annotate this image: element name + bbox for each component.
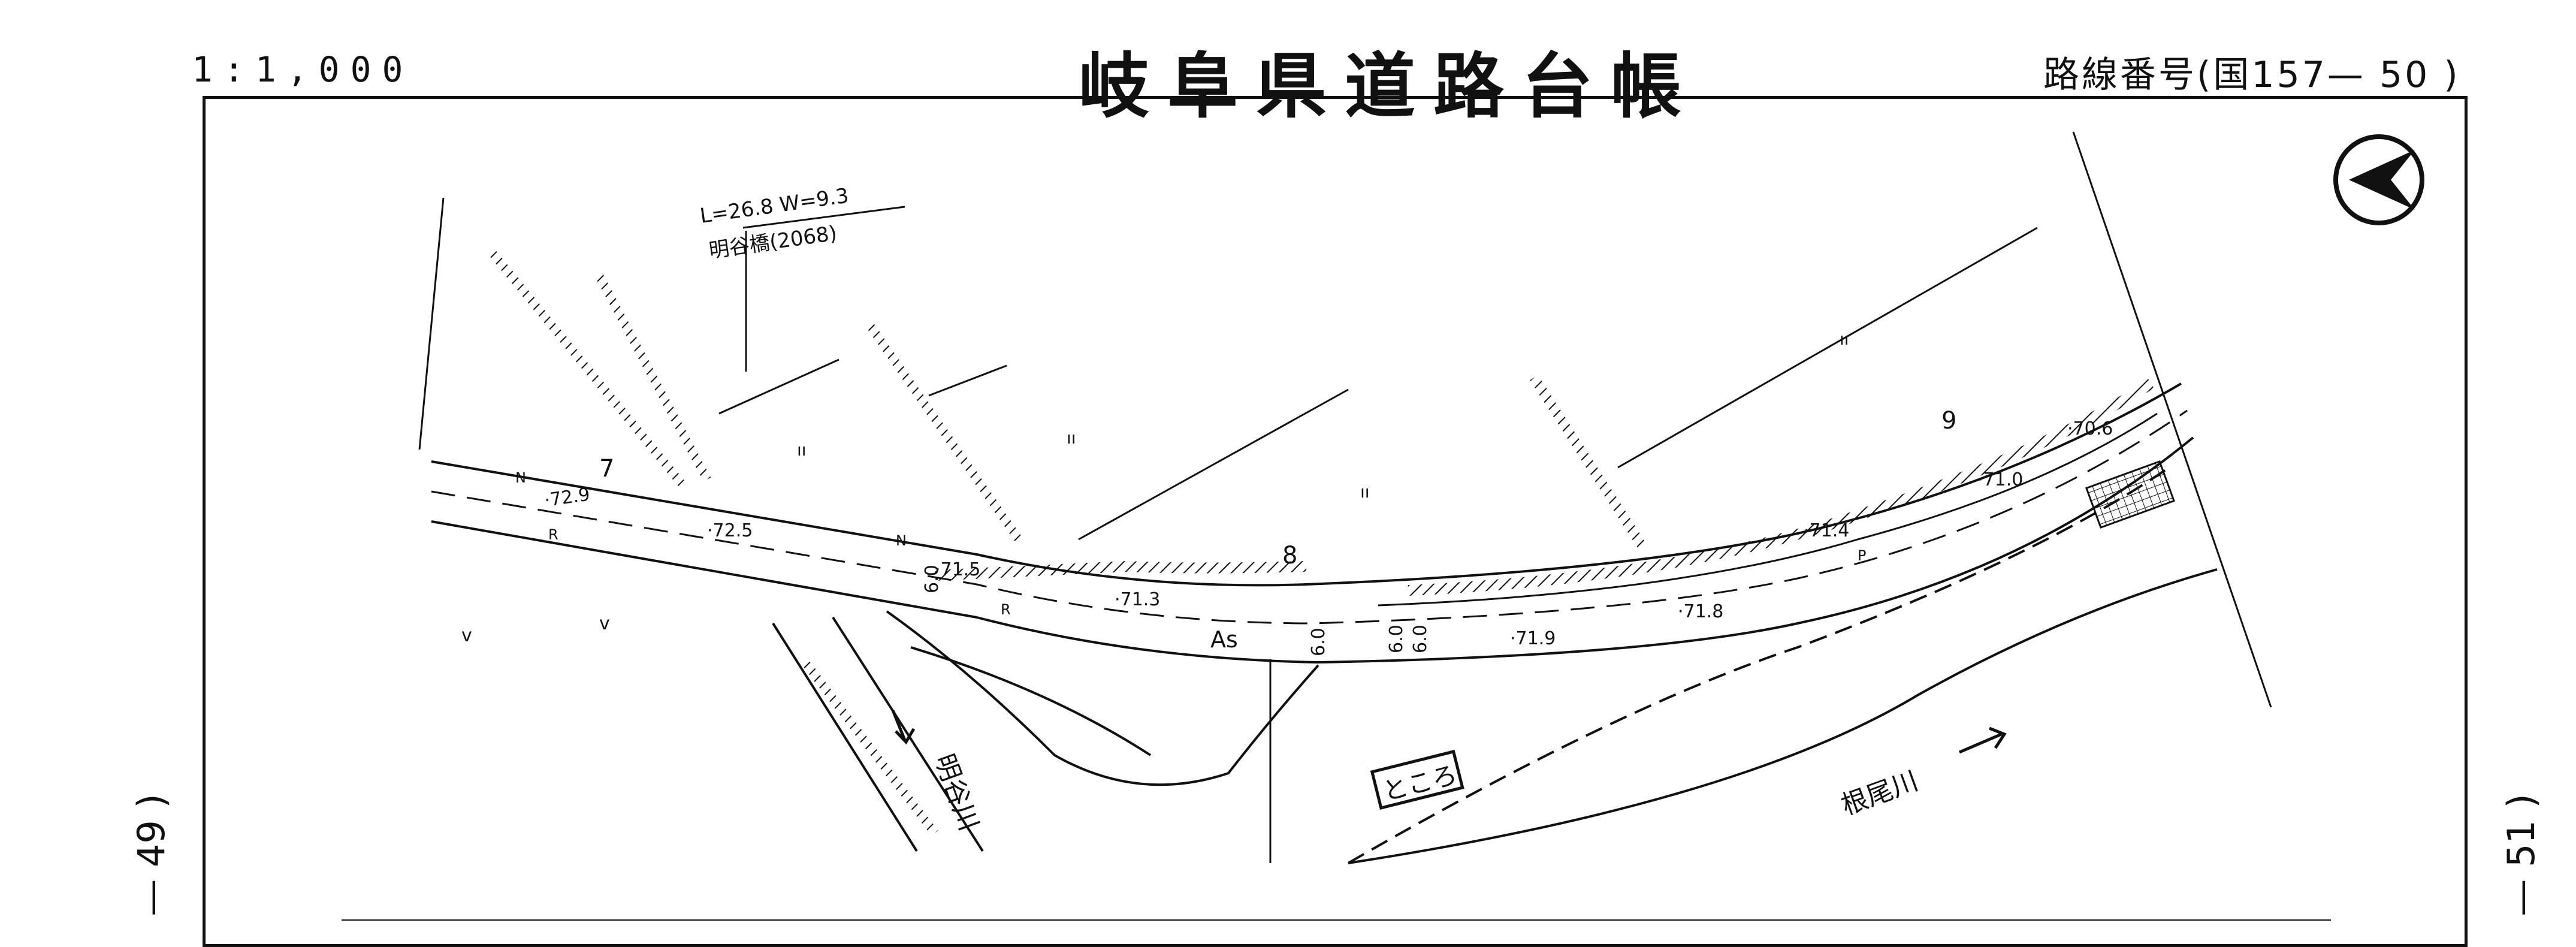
bridge-river-bank — [799, 656, 938, 836]
side-road-south — [886, 610, 1319, 786]
field-mark: v — [461, 625, 472, 646]
levee-east — [1530, 375, 1646, 548]
parcel-lines — [418, 131, 2272, 863]
river-bank-dashed — [1347, 466, 2170, 864]
stream-meitani — [772, 616, 984, 852]
elevation-70-6: ·70.6 — [2067, 418, 2113, 439]
route-number: 路線番号(国157— 50 ) — [2043, 54, 2460, 96]
surface-asphalt: As — [1210, 626, 1238, 653]
paddy-mark: ıı — [797, 440, 807, 460]
neo-river-label: 根尾川 — [1837, 765, 1922, 821]
elevation-71-3: ·71.3 — [1115, 589, 1160, 610]
meitani-river-label: 明谷川 — [929, 750, 985, 834]
elevation-71-0: ·71.0 — [1977, 469, 2023, 490]
road-width-b: 6.0 — [1308, 628, 1329, 656]
elevation-72-5: ·72.5 — [707, 520, 753, 541]
paddy-mark: ıı — [1360, 482, 1370, 502]
road-edge-south — [431, 436, 2194, 664]
station-8: 8 — [1282, 542, 1297, 569]
meitani-flow-arrow — [891, 710, 916, 745]
road-shoulder — [1378, 412, 2158, 607]
elevation-72-9: ·72.9 — [543, 484, 591, 511]
mark-r-2: R — [1001, 601, 1011, 618]
side-road-south-inner — [910, 646, 1152, 756]
north-arrow-icon — [2333, 134, 2424, 225]
mark-n-1: N — [515, 469, 526, 486]
bridge-name: 明谷橋(2068) — [708, 221, 839, 263]
retaining-wall-east — [1408, 379, 2154, 596]
embankment-west — [488, 249, 687, 488]
road-centerline — [431, 409, 2188, 625]
road-edge-north — [431, 382, 2182, 587]
road-width-a: 6.0 — [922, 565, 943, 593]
station-9: 9 — [1941, 407, 1956, 435]
embankment-north — [865, 321, 1022, 542]
tokoro-sign — [1370, 749, 1464, 810]
page-title: 岐阜県道路台帳 — [1079, 45, 1700, 128]
elevation-71-5: ·71.5 — [935, 559, 980, 580]
neo-river-flow-arrow — [1959, 726, 2007, 754]
map-scale: 1:1,000 — [192, 49, 414, 90]
road-grid-block — [2085, 460, 2175, 529]
elevation-71-9: ·71.9 — [1510, 628, 1556, 649]
mark-n-2: N — [896, 532, 907, 549]
road-width-d: 6.0 — [1410, 625, 1431, 653]
bridge-dimensions: L=26.8 W=9.3 — [699, 183, 850, 228]
retaining-wall — [934, 560, 1307, 581]
field-mark: v — [599, 613, 610, 634]
mark-r-1: R — [548, 526, 558, 543]
bridge-leader-line — [742, 206, 905, 372]
embankment-west-2 — [595, 273, 711, 482]
elevation-71-8: ·71.8 — [1678, 601, 1723, 622]
station-7: 7 — [599, 455, 614, 482]
paddy-mark: ıı — [1067, 428, 1076, 448]
river-bank — [1348, 568, 2218, 864]
mark-p-1: P — [1858, 547, 1866, 564]
road-width-c: 6.0 — [1386, 625, 1407, 653]
elevation-71-4: ·71.4 — [1804, 520, 1849, 541]
paddy-mark: ıı — [1840, 329, 1849, 349]
